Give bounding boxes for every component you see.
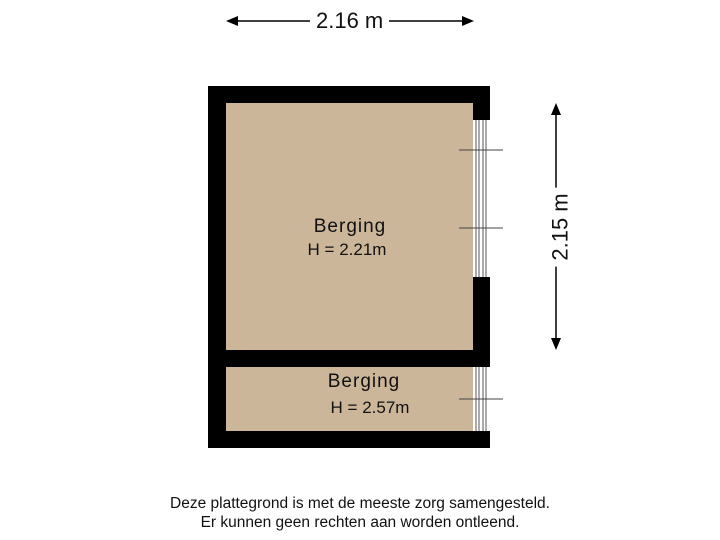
- disclaimer-line-2: Er kunnen geen rechten aan worden ontlee…: [200, 514, 520, 531]
- window-2: [459, 367, 503, 431]
- room-floor-1: [226, 103, 473, 350]
- room-1-height: H = 2.21m: [307, 240, 387, 259]
- disclaimer-line-1: Deze plattegrond is met de meeste zorg s…: [170, 495, 550, 512]
- room-2-height: H = 2.57m: [330, 398, 410, 417]
- width-dimension-label: 2.16 m: [310, 8, 390, 34]
- room-1-name: Berging: [313, 216, 387, 237]
- height-dimension-label: 2.15 m: [547, 187, 574, 267]
- window-1: [459, 120, 503, 277]
- room-floor-2: [226, 367, 473, 431]
- room-2-name: Berging: [327, 371, 401, 392]
